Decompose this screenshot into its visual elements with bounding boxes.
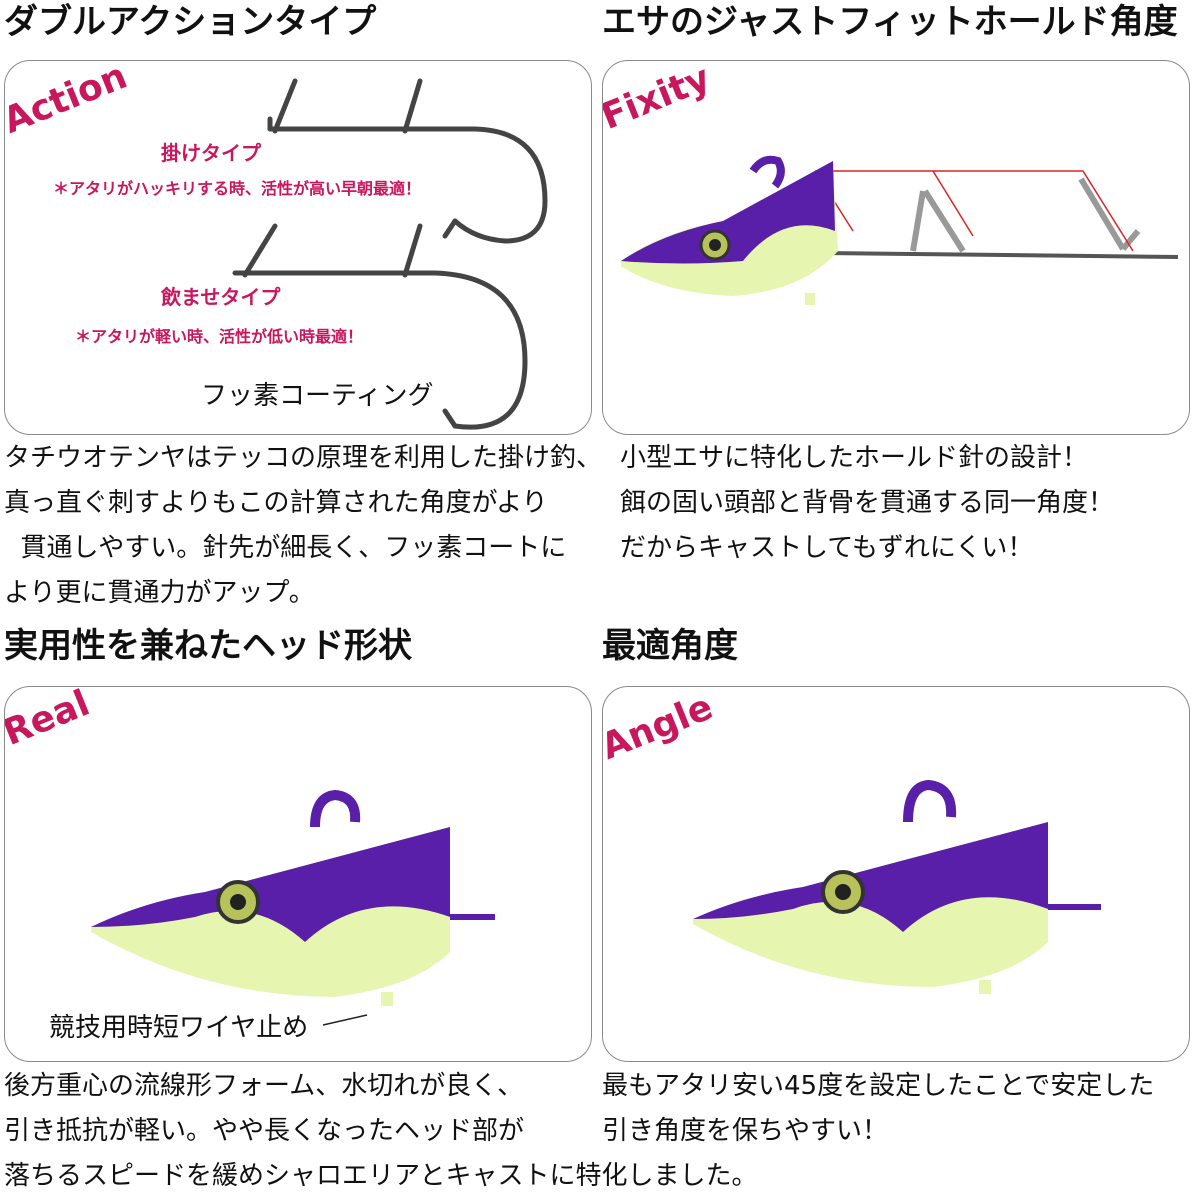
body-double-action: タチウオテンヤはテッコの原理を利用した掛け釣、 真っ直ぐ刺すよりもこの計算された… — [4, 436, 602, 616]
jig-head-angle-icon — [693, 779, 1101, 994]
label-nomase-type: 飲ませタイプ — [161, 285, 281, 309]
label-fluorine-coating: フッ素コーティング — [201, 381, 434, 411]
body-line: 落ちるスピードを緩めシャロエリアとキャストに特化しました。 — [4, 1161, 758, 1191]
heading-real: 実用性を兼ねたヘッド形状 — [4, 626, 412, 666]
body-line: 貫通しやすい。針先が細長く、フッ素コートに — [4, 533, 567, 563]
panel-action: Action 掛けタイプ ＊アタリがハッキリする時、活性が高い早朝最適！ 飲ませ… — [4, 60, 592, 435]
body-fixity: 小型エサに特化したホールド針の設計！ 餌の固い頭部と背骨を貫通する同一角度！ だ… — [620, 436, 1114, 571]
heading-fixity: エサのジャストフィットホールド角度 — [602, 2, 1178, 42]
panel-fixity: Fixity — [602, 60, 1190, 435]
hook-illustration-kake-icon — [232, 78, 548, 430]
heading-double-action: ダブルアクションタイプ — [4, 2, 377, 42]
label-wire-stopper: 競技用時短ワイヤ止め — [49, 1013, 309, 1043]
body-line: 小型エサに特化したホールド針の設計！ — [620, 443, 1089, 473]
body-line: 引き角度を保ちやすい！ — [602, 1116, 889, 1146]
body-line: タチウオテンヤはテッコの原理を利用した掛け釣、 — [4, 443, 603, 473]
body-line: 後方重心の流線形フォーム、水切れが良く、 — [4, 1071, 524, 1101]
body-line: より更に貫通力がアップ。 — [4, 578, 315, 608]
body-line: 真っ直ぐ刺すよりもこの計算された角度がより — [4, 488, 548, 518]
body-line: 最もアタリ安い45度を設定したことで安定した — [602, 1071, 1155, 1101]
note-nomase-type: ＊アタリが軽い時、活性が低い時最適！ — [75, 327, 364, 346]
body-angle: 最もアタリ安い45度を設定したことで安定した 引き角度を保ちやすい！ — [602, 1064, 1154, 1154]
heading-angle: 最適角度 — [602, 626, 738, 666]
body-real: 後方重心の流線形フォーム、水切れが良く、 引き抵抗が軽い。やや長くなったヘッド部… — [4, 1064, 757, 1199]
label-kake-type: 掛けタイプ — [161, 141, 261, 165]
body-line: だからキャストしてもずれにくい！ — [620, 533, 1034, 563]
panel-angle: Angle — [602, 686, 1190, 1062]
body-line: 引き抵抗が軽い。やや長くなったヘッド部が — [4, 1116, 525, 1146]
jig-head-with-hook-icon — [621, 155, 1179, 305]
body-line: 餌の固い頭部と背骨を貫通する同一角度！ — [620, 488, 1115, 518]
jig-head-real-icon — [91, 789, 495, 1026]
note-kake-type: ＊アタリがハッキリする時、活性が高い早朝最適！ — [53, 179, 422, 198]
panel-real: Real 競技用時短ワイヤ止め — [4, 686, 592, 1062]
